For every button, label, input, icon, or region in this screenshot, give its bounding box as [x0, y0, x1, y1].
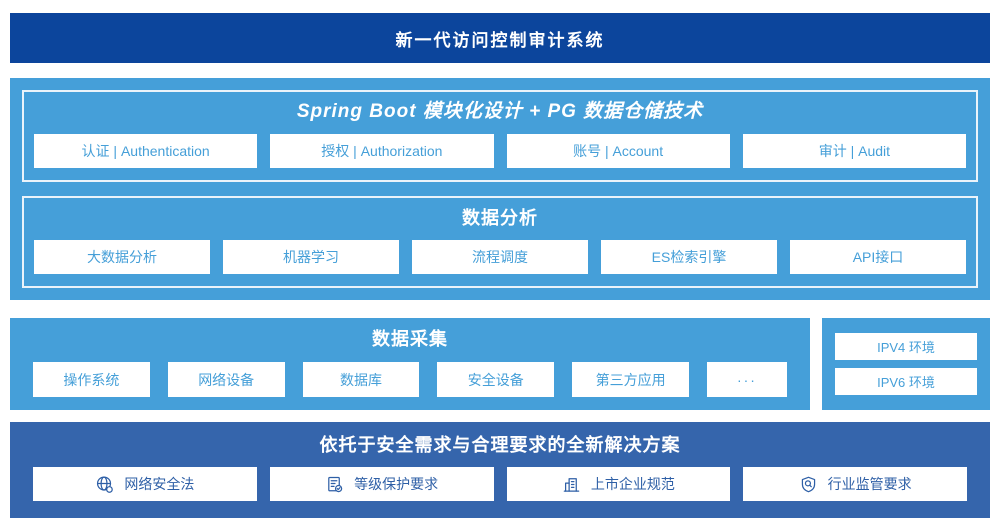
module-es-search-engine: ES检索引擎 [601, 240, 777, 274]
module-account: 账号 | Account [506, 134, 730, 168]
module-api-interface: API接口 [790, 240, 966, 274]
solution-item-label: 等级保护要求 [354, 476, 439, 492]
solution-industry-regulation: 行业监管要求 [743, 467, 967, 501]
analysis-module-row: 大数据分析 机器学习 流程调度 ES检索引擎 API接口 [34, 240, 966, 274]
source-operating-system: 操作系统 [33, 362, 150, 397]
module-bigdata-analysis: 大数据分析 [34, 240, 210, 274]
solution-listed-company-standard: 上市企业规范 [506, 467, 731, 501]
globe-icon [95, 475, 114, 494]
solution-classified-protection: 等级保护要求 [269, 467, 494, 501]
solution-section: 依托于安全需求与合理要求的全新解决方案 网络安全法 [10, 422, 990, 518]
ip-environment-panel: IPV4 环境 IPV6 环境 [822, 318, 990, 410]
solution-item-label: 网络安全法 [124, 476, 195, 492]
auth-module-row: 认证 | Authentication 授权 | Authorization 账… [34, 134, 966, 168]
data-analysis-panel: 数据分析 大数据分析 机器学习 流程调度 ES检索引擎 API接口 [22, 196, 978, 288]
data-analysis-title: 数据分析 [462, 208, 538, 228]
system-title: 新一代访问控制审计系统 [395, 30, 605, 50]
spring-boot-title: Spring Boot 模块化设计 + PG 数据仓储技术 [296, 101, 704, 122]
platform-section: Spring Boot 模块化设计 + PG 数据仓储技术 认证 | Authe… [10, 78, 990, 300]
data-collection-section: 数据采集 操作系统 网络设备 数据库 安全设备 第三方应用 ··· [10, 318, 810, 410]
building-icon [562, 475, 581, 494]
module-machine-learning: 机器学习 [223, 240, 399, 274]
middle-row: 数据采集 操作系统 网络设备 数据库 安全设备 第三方应用 ··· IPV4 环… [10, 318, 990, 410]
solution-item-row: 网络安全法 等级保护要求 [33, 467, 967, 501]
source-ellipsis: ··· [706, 362, 787, 397]
module-process-scheduling: 流程调度 [412, 240, 588, 274]
ipv6-environment: IPV6 环境 [835, 368, 977, 395]
solution-item-label: 行业监管要求 [827, 476, 912, 492]
document-check-icon [325, 475, 344, 494]
source-database: 数据库 [302, 362, 420, 397]
source-third-party-app: 第三方应用 [572, 362, 689, 397]
source-security-device: 安全设备 [437, 362, 555, 397]
solution-title: 依托于安全需求与合理要求的全新解决方案 [319, 435, 681, 455]
module-authentication: 认证 | Authentication [34, 134, 258, 168]
shield-search-icon [799, 475, 818, 494]
solution-network-security-law: 网络安全法 [33, 467, 257, 501]
system-title-banner: 新一代访问控制审计系统 [10, 13, 990, 63]
data-collection-title: 数据采集 [372, 329, 448, 349]
collection-module-row: 操作系统 网络设备 数据库 安全设备 第三方应用 ··· [33, 362, 787, 397]
source-network-device: 网络设备 [167, 362, 285, 397]
spring-boot-panel: Spring Boot 模块化设计 + PG 数据仓储技术 认证 | Authe… [22, 90, 978, 182]
module-audit: 审计 | Audit [742, 134, 966, 168]
module-authorization: 授权 | Authorization [270, 134, 494, 168]
solution-item-label: 上市企业规范 [590, 476, 675, 492]
ipv4-environment: IPV4 环境 [835, 333, 977, 360]
